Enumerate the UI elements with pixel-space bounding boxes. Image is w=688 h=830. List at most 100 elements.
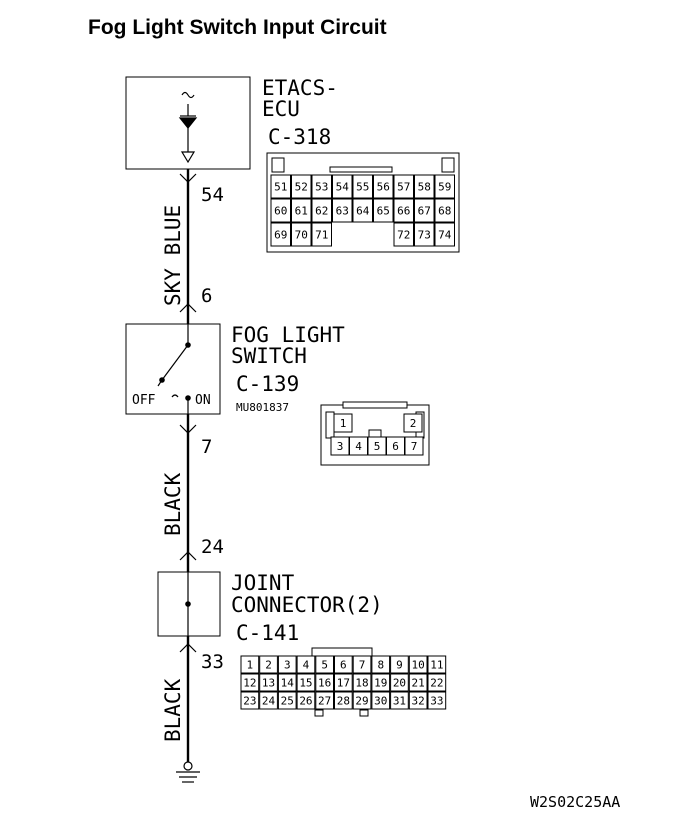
svg-text:59: 59 [438,181,451,194]
connector-pin: 3 [277,655,297,674]
connector-pin: 11 [427,655,447,674]
connector-pin: 15 [296,673,316,692]
connector-pin: 26 [296,691,316,710]
svg-text:29: 29 [355,695,368,708]
svg-text:12: 12 [243,677,256,690]
connector-pin: 23 [240,691,260,710]
etacs-name-line2: ECU [262,97,300,121]
etacs-name-line1: ETACS- [262,76,338,100]
connector-pin: 62 [311,198,332,223]
connector-pin: 33 [427,691,447,710]
joint-name-line1: JOINT [231,571,295,595]
connector-pin: 53 [311,174,332,199]
connector-pin: 59 [434,174,455,199]
svg-text:57: 57 [397,181,410,194]
connector-pin: 29 [352,691,372,710]
svg-text:23: 23 [243,695,256,708]
svg-text:52: 52 [295,181,308,194]
svg-text:54: 54 [336,181,350,194]
svg-text:58: 58 [418,181,431,194]
connector-pin: 72 [393,222,414,247]
pin-label-33: 33 [201,651,224,673]
connector-pin: 2 [403,413,423,433]
connector-pin: 5 [367,436,387,456]
connector-pin: 51 [270,174,291,199]
joint-name-line2: CONNECTOR(2) [231,593,383,617]
svg-text:71: 71 [315,229,328,242]
connector-pin: 57 [393,174,414,199]
connector-pin: 58 [414,174,435,199]
svg-text:62: 62 [315,205,328,218]
connector-pin: 24 [259,691,278,710]
fog-switch-part-number: MU801837 [236,401,289,414]
svg-text:22: 22 [430,677,443,690]
figure-code: W2S02C25AA [530,793,620,811]
svg-text:66: 66 [397,205,410,218]
svg-text:17: 17 [337,677,350,690]
svg-text:53: 53 [315,181,328,194]
svg-text:31: 31 [393,695,406,708]
svg-text:3: 3 [337,440,344,453]
ground-icon [176,761,200,783]
connector-pin: 10 [408,655,428,674]
svg-text:7: 7 [359,659,366,672]
svg-text:1: 1 [247,659,254,672]
connector-pin: 7 [404,436,424,456]
svg-text:33: 33 [430,695,443,708]
svg-text:51: 51 [274,181,287,194]
connector-pin: 19 [371,673,391,692]
svg-text:67: 67 [418,205,431,218]
svg-text:6: 6 [392,440,399,453]
connector-pin: 73 [414,222,435,247]
connector-pin: 6 [386,436,405,456]
svg-text:3: 3 [284,659,291,672]
connector-pin: 18 [352,673,372,692]
svg-text:25: 25 [281,695,294,708]
connector-arrow-icon [179,551,197,561]
svg-text:5: 5 [374,440,381,453]
connector-pin: 20 [390,673,409,692]
connector-pin: 16 [315,673,334,692]
switch-on-label: ON [195,393,211,408]
connector-pin: 14 [277,673,297,692]
svg-text:21: 21 [412,677,425,690]
svg-text:20: 20 [393,677,406,690]
svg-text:15: 15 [299,677,312,690]
connector-pin: 70 [291,222,312,247]
svg-text:19: 19 [374,677,387,690]
svg-text:13: 13 [262,677,275,690]
connector-pin: 8 [371,655,391,674]
svg-text:1: 1 [340,417,347,430]
svg-text:64: 64 [356,205,370,218]
connector-pin: 61 [291,198,312,223]
svg-text:28: 28 [337,695,350,708]
svg-text:5: 5 [321,659,328,672]
svg-text:63: 63 [336,205,349,218]
connector-pin: 56 [373,174,394,199]
connector-arrow-icon [179,173,197,183]
etacs-internal-symbol-icon [178,91,198,164]
connector-pin: 54 [332,174,353,199]
joint-connector-id: C-141 [236,621,299,645]
connector-pin: 6 [334,655,353,674]
svg-text:9: 9 [396,659,403,672]
etacs-connector-id: C-318 [268,125,331,149]
svg-text:56: 56 [377,181,390,194]
connector-pin: 64 [352,198,373,223]
connector-pin: 32 [408,691,428,710]
svg-text:30: 30 [374,695,387,708]
svg-text:69: 69 [274,229,287,242]
connector-pin: 21 [408,673,428,692]
fog-switch-connector-id: C-139 [236,372,299,396]
connector-pin: 28 [334,691,353,710]
connector-pin: 3 [330,436,350,456]
connector-pin: 52 [291,174,312,199]
svg-text:32: 32 [412,695,425,708]
svg-text:72: 72 [397,229,410,242]
svg-text:7: 7 [411,440,418,453]
wire-label-sky-blue: SKY BLUE [161,205,185,306]
svg-text:11: 11 [430,659,443,672]
svg-text:74: 74 [438,229,452,242]
